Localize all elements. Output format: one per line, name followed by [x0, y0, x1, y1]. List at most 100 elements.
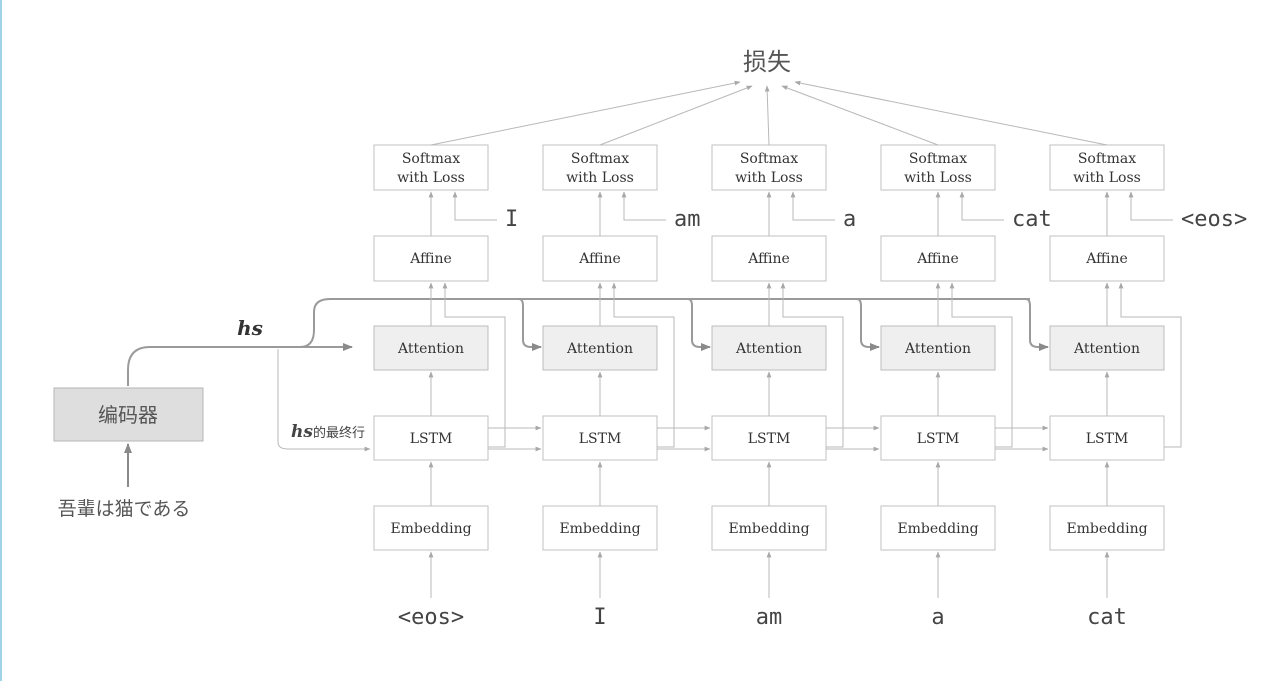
- hs-branch-path: [299, 298, 1030, 348]
- decoder-input-word: cat: [1087, 605, 1127, 630]
- embedding-box: [880, 505, 996, 551]
- decoder-input-word: <eos>: [398, 605, 464, 630]
- lstm-box: [711, 415, 827, 461]
- target-word: I: [505, 207, 518, 232]
- lstm-label: LSTM: [748, 431, 791, 447]
- attention-box: [880, 325, 996, 371]
- embedding-box: [711, 505, 827, 551]
- softmax-to-loss-arrow: [764, 85, 770, 146]
- lstm-label: LSTM: [579, 431, 622, 447]
- with-loss-label: with Loss: [904, 170, 972, 186]
- lstm-label: LSTM: [410, 431, 453, 447]
- softmax-to-loss-arrow: [794, 80, 1108, 146]
- lstm-box: [542, 415, 658, 461]
- encoder-input-text: 吾輩は猫である: [58, 498, 191, 520]
- hs-main-path: [127, 343, 353, 386]
- with-loss-label: with Loss: [1073, 170, 1141, 186]
- affine-box: [880, 235, 996, 282]
- target-to-softmax-arrow: [452, 191, 497, 221]
- attention-label: Attention: [1073, 341, 1140, 357]
- softmax-loss-box: [711, 144, 827, 191]
- target-to-softmax-arrow: [959, 191, 1004, 221]
- attention-label: Attention: [566, 341, 633, 357]
- softmax-label: Softmax: [1078, 151, 1136, 167]
- softmax-label: Softmax: [740, 151, 798, 167]
- embedding-box: [373, 505, 489, 551]
- attention-box: [373, 325, 489, 371]
- affine-label: Affine: [1085, 251, 1128, 267]
- window-left-edge: [0, 0, 2, 681]
- attention-label: Attention: [397, 341, 464, 357]
- lstm-label: LSTM: [917, 431, 960, 447]
- embedding-label: Embedding: [897, 521, 978, 537]
- attention-label: Attention: [904, 341, 971, 357]
- attention-box: [542, 325, 658, 371]
- lstm-box: [880, 415, 996, 461]
- target-word: a: [843, 207, 856, 232]
- lstm-box: [1049, 415, 1165, 461]
- target-to-softmax-arrow: [621, 191, 666, 221]
- hs-feed-arrow: [518, 298, 542, 351]
- affine-label: Affine: [747, 251, 790, 267]
- loss-label: 损失: [743, 48, 791, 76]
- target-to-softmax-arrow: [1128, 191, 1173, 221]
- softmax-label: Softmax: [402, 151, 460, 167]
- embedding-label: Embedding: [1066, 521, 1147, 537]
- encoder-box: [53, 387, 204, 442]
- affine-label: Affine: [409, 251, 452, 267]
- with-loss-label: with Loss: [397, 170, 465, 186]
- softmax-label: Softmax: [909, 151, 967, 167]
- lstm-skip-to-affine-arrow: [949, 282, 1013, 448]
- affine-box: [711, 235, 827, 282]
- target-word: cat: [1012, 207, 1052, 232]
- embedding-label: Embedding: [390, 521, 471, 537]
- affine-box: [1049, 235, 1165, 282]
- encoder-label: 编码器: [98, 403, 158, 427]
- hs-last-row-label: hs的最终行: [291, 422, 365, 442]
- softmax-label: Softmax: [571, 151, 629, 167]
- attention-box: [711, 325, 827, 371]
- embedding-label: Embedding: [728, 521, 809, 537]
- affine-label: Affine: [578, 251, 621, 267]
- softmax-loss-box: [1049, 144, 1165, 191]
- softmax-to-loss-arrow: [781, 85, 939, 146]
- lstm-skip-to-affine-arrow: [611, 282, 675, 448]
- lstm-skip-to-affine-arrow: [1118, 282, 1182, 448]
- embedding-box: [542, 505, 658, 551]
- softmax-to-loss-arrow: [430, 80, 741, 146]
- softmax-to-loss-arrow: [599, 85, 753, 146]
- lstm-skip-to-affine-arrow: [442, 282, 506, 448]
- softmax-loss-box: [880, 144, 996, 191]
- hs-label: hs: [237, 316, 263, 340]
- attention-label: Attention: [735, 341, 802, 357]
- hs-feed-arrow: [1025, 298, 1049, 351]
- lstm-label: LSTM: [1086, 431, 1129, 447]
- hs-wiring: [127, 298, 1030, 452]
- softmax-loss-box: [542, 144, 658, 191]
- target-word: am: [674, 207, 701, 232]
- lstm-skip-to-affine-arrow: [780, 282, 844, 448]
- target-word: <eos>: [1181, 207, 1247, 232]
- decoder-input-word: am: [756, 605, 783, 630]
- hs-last-row-hs: hs: [291, 422, 313, 442]
- decoder-input-word: I: [593, 605, 606, 630]
- target-to-softmax-arrow: [790, 191, 835, 221]
- encoder: 编码器 吾輩は猫である: [53, 387, 204, 520]
- hs-feed-arrow: [856, 298, 880, 351]
- affine-box: [373, 235, 489, 282]
- affine-box: [542, 235, 658, 282]
- with-loss-label: with Loss: [566, 170, 634, 186]
- decoder-input-word: a: [931, 605, 944, 630]
- hs-feed-arrow: [687, 298, 711, 351]
- hs-last-row-suffix: 的最终行: [313, 425, 365, 441]
- affine-label: Affine: [916, 251, 959, 267]
- lstm-box: [373, 415, 489, 461]
- embedding-label: Embedding: [559, 521, 640, 537]
- attention-box: [1049, 325, 1165, 371]
- hs-last-row-path: [277, 349, 371, 452]
